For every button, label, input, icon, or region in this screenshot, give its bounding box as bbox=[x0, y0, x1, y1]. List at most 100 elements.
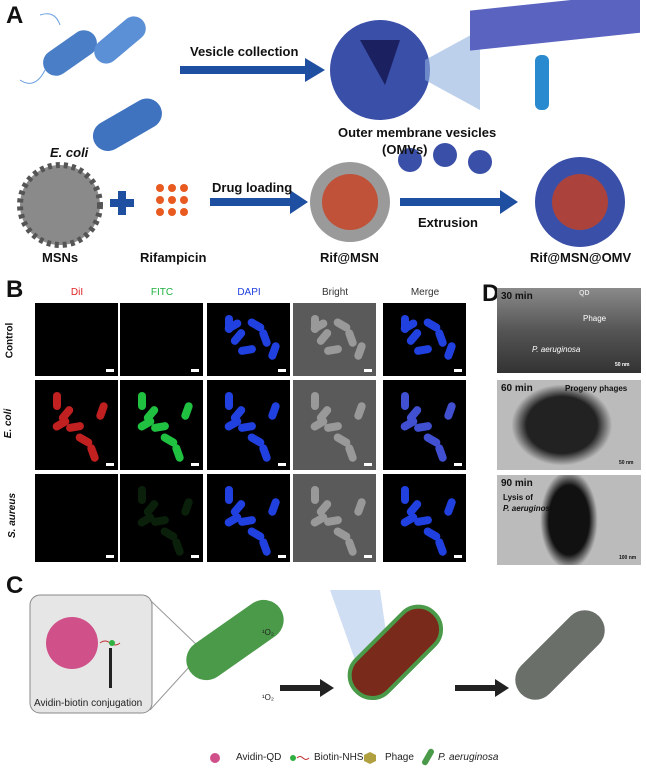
scale-bar bbox=[191, 463, 199, 466]
cell-shape bbox=[443, 401, 457, 421]
panel-a-illustration bbox=[17, 0, 640, 248]
cell-shape bbox=[353, 401, 367, 421]
column-header-dapi: DAPI bbox=[237, 287, 261, 298]
time-label: 60 min bbox=[501, 383, 533, 394]
scale-bar bbox=[454, 369, 462, 372]
cell-shape bbox=[225, 486, 233, 504]
cell-shape bbox=[434, 443, 448, 463]
cell-shape bbox=[443, 497, 457, 517]
micrograph-e-coli-dapi bbox=[207, 380, 290, 470]
cell-shape bbox=[180, 401, 194, 421]
panel-b-label: B bbox=[6, 276, 24, 303]
cell-shape bbox=[401, 486, 409, 504]
rif-msn-omv-label: Rif@MSN@OMV bbox=[530, 250, 632, 265]
time-label: 30 min bbox=[501, 291, 533, 302]
arrow-icon bbox=[180, 58, 325, 82]
micrograph-control-dii bbox=[35, 303, 118, 376]
scale-bar: 100 nm bbox=[619, 555, 637, 561]
cell-shape bbox=[237, 344, 257, 356]
arrow-icon bbox=[210, 190, 308, 214]
cell-shape bbox=[225, 392, 233, 410]
scale-bar bbox=[364, 369, 372, 372]
cell-shape bbox=[434, 328, 448, 348]
ecoli-bacteria-icon bbox=[19, 13, 162, 151]
scale-bar bbox=[454, 555, 462, 558]
column-header-bright: Bright bbox=[321, 287, 349, 298]
bacterium-icon bbox=[186, 599, 284, 681]
scale-bar bbox=[454, 463, 462, 466]
micrograph-e-coli-bright bbox=[293, 380, 376, 470]
micrograph-control-fitc bbox=[120, 303, 203, 376]
lysed-bacterium-icon bbox=[515, 610, 605, 700]
panel-c-illustration bbox=[29, 590, 605, 766]
cell-shape bbox=[138, 392, 146, 410]
ecoli-label: E. coli bbox=[50, 145, 89, 160]
lysis-species-label: P. aeruginosa bbox=[503, 504, 555, 513]
inset-caption: Avidin-biotin conjugation bbox=[34, 698, 143, 709]
panel-c-label: C bbox=[6, 572, 24, 599]
msns-label: MSNs bbox=[42, 250, 79, 265]
tem-image-90min: 90 min Lysis of P. aeruginosa 100 nm bbox=[497, 475, 641, 565]
scale-bar: 50 nm bbox=[619, 460, 634, 466]
scale-bar bbox=[106, 555, 114, 558]
legend-avidin-qd: Avidin-QD bbox=[236, 752, 282, 763]
omv-sphere-icon bbox=[330, 20, 430, 120]
cell-shape bbox=[401, 392, 409, 410]
column-header-dil: DiI bbox=[70, 287, 84, 298]
scale-bar bbox=[278, 555, 286, 558]
micrograph-control-bright bbox=[293, 303, 376, 376]
drug-loading-label: Drug loading bbox=[212, 180, 293, 195]
scale-bar bbox=[106, 369, 114, 372]
extrusion-label: Extrusion bbox=[418, 215, 478, 230]
msn-sphere-icon bbox=[17, 162, 103, 248]
scale-bar bbox=[364, 555, 372, 558]
cell-shape bbox=[267, 497, 281, 517]
column-header-fitc: FITC bbox=[150, 287, 174, 298]
omv-small-icons bbox=[398, 143, 492, 174]
column-header-merge: Merge bbox=[410, 287, 440, 298]
micrograph-control-merge bbox=[383, 303, 466, 376]
scale-bar: 50 nm bbox=[615, 362, 630, 368]
biotin-nhs-legend-icon bbox=[290, 755, 296, 761]
micrograph-s-aureus-dapi bbox=[207, 474, 290, 562]
micrograph-e-coli-merge bbox=[383, 380, 466, 470]
rif-msn-label: Rif@MSN bbox=[320, 250, 379, 265]
avidin-qd-legend-icon bbox=[210, 753, 220, 763]
legend-phage: Phage bbox=[385, 752, 414, 763]
micrograph-e-coli-fitc bbox=[120, 380, 203, 470]
cell-shape bbox=[95, 401, 109, 421]
micrograph-s-aureus-bright bbox=[293, 474, 376, 562]
legend-biotin-nhs: Biotin-NHS bbox=[314, 752, 364, 763]
cell-shape bbox=[258, 328, 272, 348]
plus-icon bbox=[110, 191, 134, 215]
cell-shape bbox=[311, 392, 319, 410]
micrograph-e-coli-dii bbox=[35, 380, 118, 470]
lysing-bacterium-icon bbox=[347, 604, 444, 701]
omv-abbrev-label: (OMVs) bbox=[382, 142, 428, 157]
micrograph-s-aureus-dii bbox=[35, 474, 118, 562]
panel-d-label: D bbox=[482, 280, 500, 307]
membrane-icon bbox=[470, 0, 640, 110]
cell-shape bbox=[344, 443, 358, 463]
row-label-saureus: S. aureus bbox=[7, 492, 19, 539]
omv-label: Outer membrane vesicles bbox=[338, 125, 497, 140]
row-label-control: Control bbox=[4, 322, 16, 359]
cell-shape bbox=[171, 537, 185, 557]
scale-bar bbox=[191, 555, 199, 558]
lysis-label: Lysis of bbox=[503, 493, 533, 502]
cell-shape bbox=[353, 497, 367, 517]
cell-shape bbox=[258, 443, 272, 463]
scale-bar bbox=[278, 463, 286, 466]
time-label: 90 min bbox=[501, 478, 533, 489]
micrograph-s-aureus-fitc bbox=[120, 474, 203, 562]
legend-p-aeruginosa: P. aeruginosa bbox=[438, 752, 499, 763]
rifampicin-dots bbox=[156, 184, 188, 216]
singlet-oxygen-label-2: ¹O₂ bbox=[262, 628, 274, 637]
rifampicin-label: Rifampicin bbox=[140, 250, 207, 265]
row-label-ecoli: E. coli bbox=[3, 408, 15, 439]
phage-label: Phage bbox=[583, 314, 607, 323]
tem-image-30min: 30 min QD Phage P. aeruginosa 50 nm bbox=[497, 288, 641, 373]
cell-shape bbox=[413, 344, 433, 356]
scale-bar bbox=[364, 463, 372, 466]
